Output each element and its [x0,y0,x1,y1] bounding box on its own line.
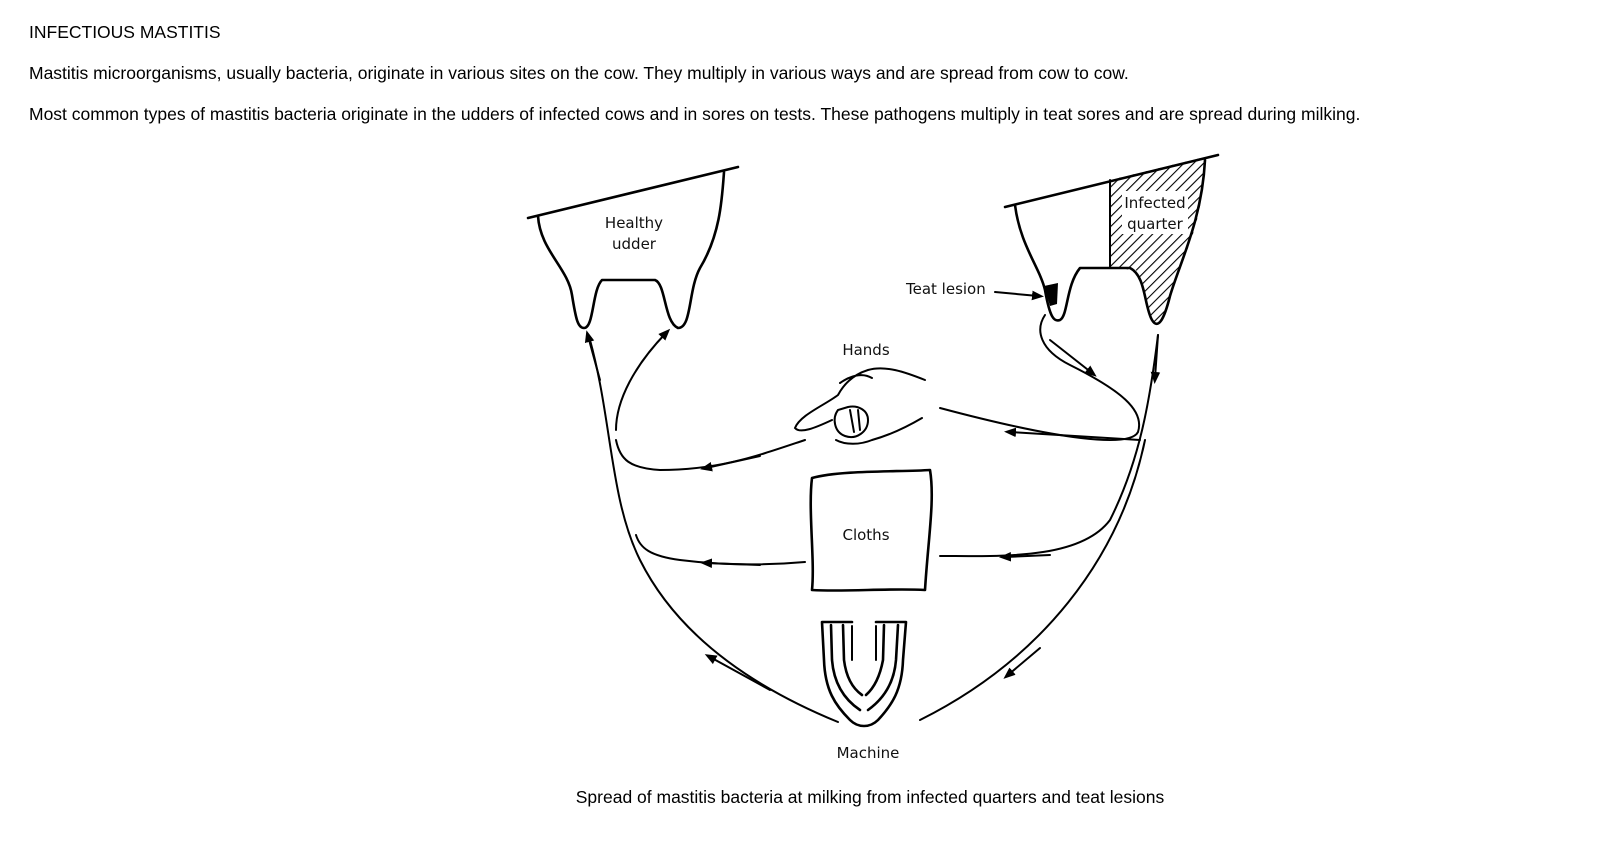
infected-quarter-label: Infected [1124,194,1185,212]
cloths-label: Cloths [842,526,889,544]
spread-arrows [584,314,1161,723]
cloth-shape [809,468,934,592]
page-heading: INFECTIOUS MASTITIS [29,22,221,42]
hands-icon [793,367,926,445]
healthy-udder-label: Healthy [605,214,663,232]
healthy-udder-label: udder [612,235,657,253]
milking-machine-icon [820,620,908,728]
figure-caption: Spread of mastitis bacteria at milking f… [575,787,1165,807]
infected-quarter-label: quarter [1127,215,1183,233]
paragraph-intro: Mastitis microorganisms, usually bacteri… [29,63,1129,83]
teat-lesion-label: Teat lesion [905,280,986,298]
infected-udder: Infected quarter [1003,153,1220,326]
healthy-udder: Healthy udder [526,165,740,330]
teat-lesion-arrow [994,290,1044,301]
hands-label: Hands [842,341,889,359]
paragraph-origin: Most common types of mastitis bacteria o… [29,104,1361,124]
machine-label: Machine [837,744,900,762]
teat-lesion-mark [1044,283,1058,306]
